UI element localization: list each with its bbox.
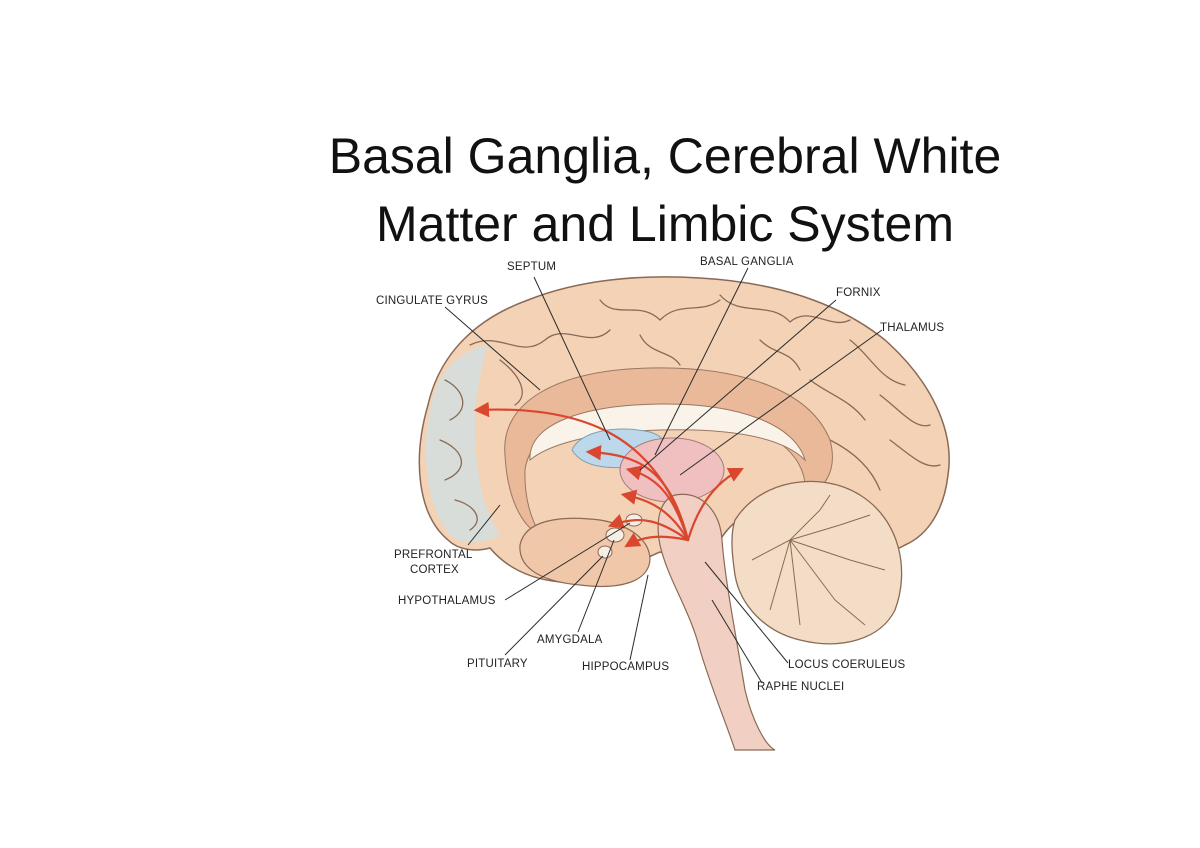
frontal-lobe-shading [425, 345, 500, 543]
label-cingulate-gyrus: CINGULATE GYRUS [376, 295, 488, 307]
label-hippocampus: HIPPOCAMPUS [582, 661, 669, 673]
label-pituitary: PITUITARY [467, 658, 528, 670]
title-line-1: Basal Ganglia, Cerebral White [328, 127, 1002, 184]
thalamus [619, 437, 725, 503]
label-septum: SEPTUM [507, 261, 556, 273]
arbor-vitae [751, 494, 886, 626]
label-raphe-nuclei: RAPHE NUCLEI [757, 681, 844, 693]
label-thalamus: THALAMUS [880, 322, 944, 334]
label-prefrontal-cortex-line1: PREFRONTAL [394, 549, 473, 561]
label-prefrontal-cortex-line2: CORTEX [410, 564, 459, 576]
cingulate-gyrus [504, 367, 833, 537]
projection-pathways [473, 401, 744, 548]
brainstem [657, 493, 776, 751]
title-line-2: Matter and Limbic System [376, 195, 954, 252]
pituitary [597, 545, 613, 559]
label-amygdala: AMYGDALA [537, 634, 603, 646]
label-fornix: FORNIX [836, 287, 881, 299]
cerebellum [731, 480, 903, 645]
leader-lines [444, 267, 883, 684]
slide-title: Basal Ganglia, Cerebral White Matter and… [0, 122, 1200, 258]
label-basal-ganglia: BASAL GANGLIA [700, 256, 794, 268]
amygdala [605, 527, 625, 543]
label-locus-coeruleus: LOCUS COERULEUS [788, 659, 906, 671]
label-hypothalamus: HYPOTHALAMUS [398, 595, 496, 607]
gyri-texture [439, 294, 941, 531]
